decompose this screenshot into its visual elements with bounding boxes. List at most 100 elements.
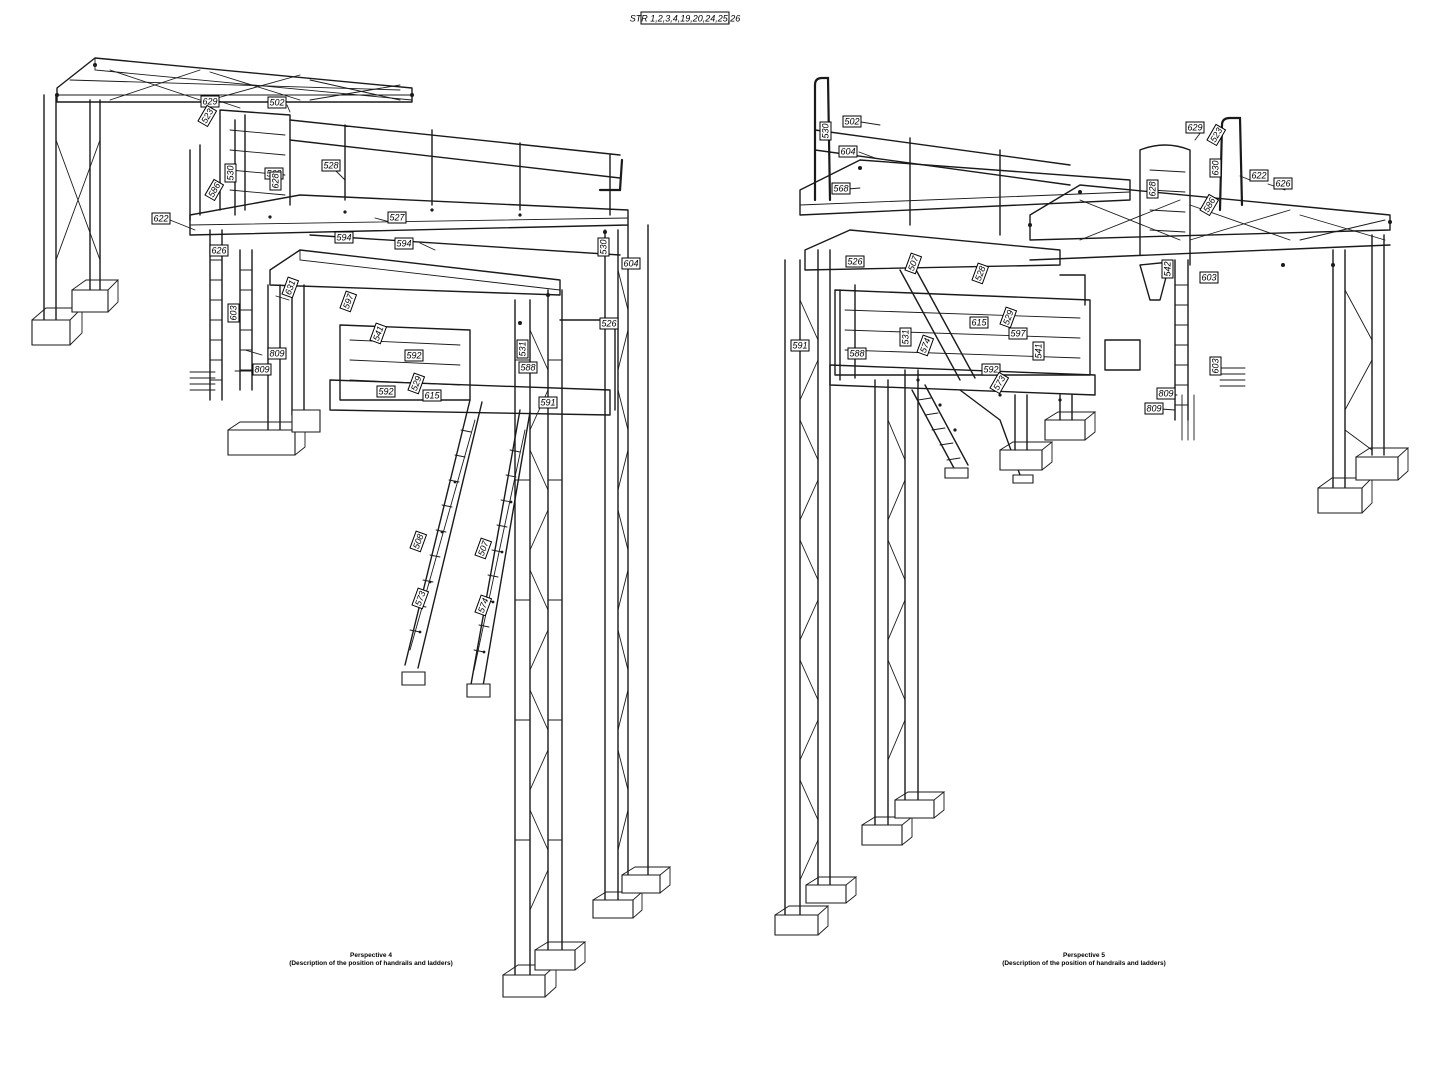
p4-tag-box [516,339,529,359]
p5-tag-label: 629 [1187,123,1202,133]
p4-tag-597: 597 [339,290,358,313]
p4-tag-label: 529 [409,375,424,393]
p5-tag-box [831,182,851,195]
p5-tag-box [1209,356,1222,376]
p4-tag-box [267,96,287,109]
p5-tag-568: 568 [831,182,851,195]
p4-tag-809: 809 [252,363,272,376]
p5-tag-box [989,371,1010,395]
p4-tag-box [252,363,272,376]
perspective-5-structure [774,76,1410,936]
perspective-5-subtitle: (Description of the position of handrail… [1002,960,1166,967]
p4-tag-label: 809 [254,365,269,375]
p5-tag-box [1249,169,1269,182]
p4-tag-box [369,322,388,345]
p5-tag-label: 574 [918,337,933,355]
p4-tag-label: 603 [229,305,239,320]
p5-tag-604: 604 [838,145,858,158]
p5-tag-box [916,334,935,357]
p4-tag-label: 588 [520,363,535,373]
p4-tag-label: 594 [396,239,411,249]
p5-tag-592: 592 [981,363,1001,376]
p5-tag-box [969,316,989,329]
p4-tag-label: 528 [323,161,338,171]
p4-tag-label: 594 [336,233,351,243]
p5-tag-630: 630 [1209,158,1222,178]
perspective-5-caption: Perspective 5 (Description of the positi… [1002,952,1166,967]
p5-tag-box [1273,177,1293,190]
p4-tag-box [281,276,300,299]
perspective-5-title: Perspective 5 [1063,952,1105,959]
p5-tag-box [842,115,862,128]
p4-tag-631: 631 [281,276,300,299]
p5-tag-box [1199,193,1220,217]
p4-tag-541: 541 [369,322,388,345]
p5-tag-531: 531 [899,327,912,347]
p4-tag-label: 628 [271,173,281,188]
p5-tag-597: 597 [1008,327,1028,340]
p5-tag-523: 523 [1206,123,1227,147]
p5-tag-label: 603 [1201,273,1216,283]
p4-tag-box [518,361,538,374]
p4-tag-label: 622 [153,214,168,224]
p5-tag-526: 526 [845,255,865,268]
p4-tag-604: 604 [621,257,641,270]
p5-tag-box [1032,341,1045,361]
p5-tag-label: 630 [1211,160,1221,175]
p5-tag-label: 615 [971,318,987,328]
p5-tag-label: 622 [1251,171,1266,181]
p5-tag-622: 622 [1249,169,1269,182]
p4-tag-label: 626 [211,246,226,256]
p5-tag-809: 809 [1144,402,1164,415]
p4-tag-box [224,163,237,183]
p4-tag-588: 588 [518,361,538,374]
p5-tag-586: 586 [1199,193,1220,217]
sheet-title-box [640,11,730,25]
p5-tag-box [899,327,912,347]
p5-tag-label: 588 [849,349,864,359]
p5-tag-530: 530 [819,121,832,141]
p5-tag-label: 604 [840,147,855,157]
p4-tag-box [267,347,287,360]
p5-tag-label: 809 [1146,404,1161,414]
p5-tag-box [819,121,832,141]
p4-tag-box [197,104,218,128]
p5-tag-628: 628 [1146,179,1159,199]
p5-tag-box [1185,121,1205,134]
p5-tag-label: 597 [1010,329,1026,339]
p4-tag-label: 809 [269,349,284,359]
p4-tag-label: 604 [623,259,638,269]
p4-tag-527: 527 [387,211,407,224]
p4-tag-502: 502 [267,96,287,109]
p5-tag-603: 603 [1209,356,1222,376]
p5-tag-label: 603 [1211,358,1221,373]
p4-tag-label: 527 [389,213,405,223]
p4-tag-592: 592 [404,349,424,362]
p5-tag-label: 542 [1163,261,1173,276]
p5-tag-box [1156,387,1176,400]
p4-tag-label: 615 [424,391,440,401]
sheet-title-text: STR 1,2,3,4,19,20,24,25,26 [630,14,741,24]
p4-tag-box [376,385,396,398]
p5-tag-507: 507 [904,252,923,275]
p4-tag-label: 573 [413,590,428,608]
p4-tag-box [321,159,341,172]
p5-tag-574: 574 [916,334,935,357]
p5-tag-box [1144,402,1164,415]
p4-tag-592: 592 [376,385,396,398]
p5-tag-box [1209,158,1222,178]
p5-tag-588: 588 [847,347,867,360]
p5-tag-529: 529 [999,306,1018,329]
p4-tag-box [151,212,171,225]
p4-tag-label: 530 [599,239,609,254]
p4-tag-box [599,317,619,330]
p4-tag-box [409,530,428,553]
p5-tag-box [1146,179,1159,199]
p4-tag-label: 592 [378,387,393,397]
p4-tag-box [597,237,610,257]
sheet-title: STR 1,2,3,4,19,20,24,25,26 [630,11,741,25]
perspective-4-title: Perspective 4 [350,952,392,959]
p4-tag-label: 502 [269,98,284,108]
p4-tag-622: 622 [151,212,171,225]
